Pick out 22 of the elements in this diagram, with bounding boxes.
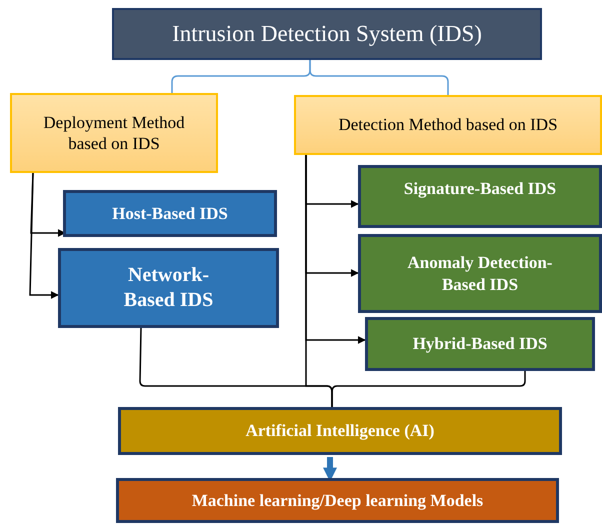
model-box (116, 478, 559, 523)
title-box (112, 8, 542, 60)
type-box (63, 190, 277, 237)
type-box (365, 317, 595, 371)
node-label: Host-Based IDS (112, 202, 228, 225)
type-box (358, 234, 602, 313)
node-label: Network-Based IDS (122, 263, 214, 313)
node-label: Intrusion Detection System (IDS) (172, 20, 482, 48)
node-label: Anomaly Detection-Based IDS (406, 252, 554, 295)
node-label: Machine learning/Deep learning Models (192, 490, 484, 512)
node-label: Hybrid-Based IDS (412, 333, 548, 356)
node-label: Artificial Intelligence (AI) (246, 420, 434, 442)
category-box (10, 93, 218, 173)
type-box (58, 248, 279, 328)
type-box (358, 165, 602, 228)
technology-box (118, 407, 562, 455)
node-label: Deployment Method based on IDS (42, 112, 186, 154)
node-label: Signature-Based IDS (404, 178, 556, 200)
category-box (294, 95, 602, 155)
connector-line (309, 60, 449, 95)
arrow (29, 172, 59, 299)
node-label: Detection Method based on IDS (338, 114, 558, 136)
